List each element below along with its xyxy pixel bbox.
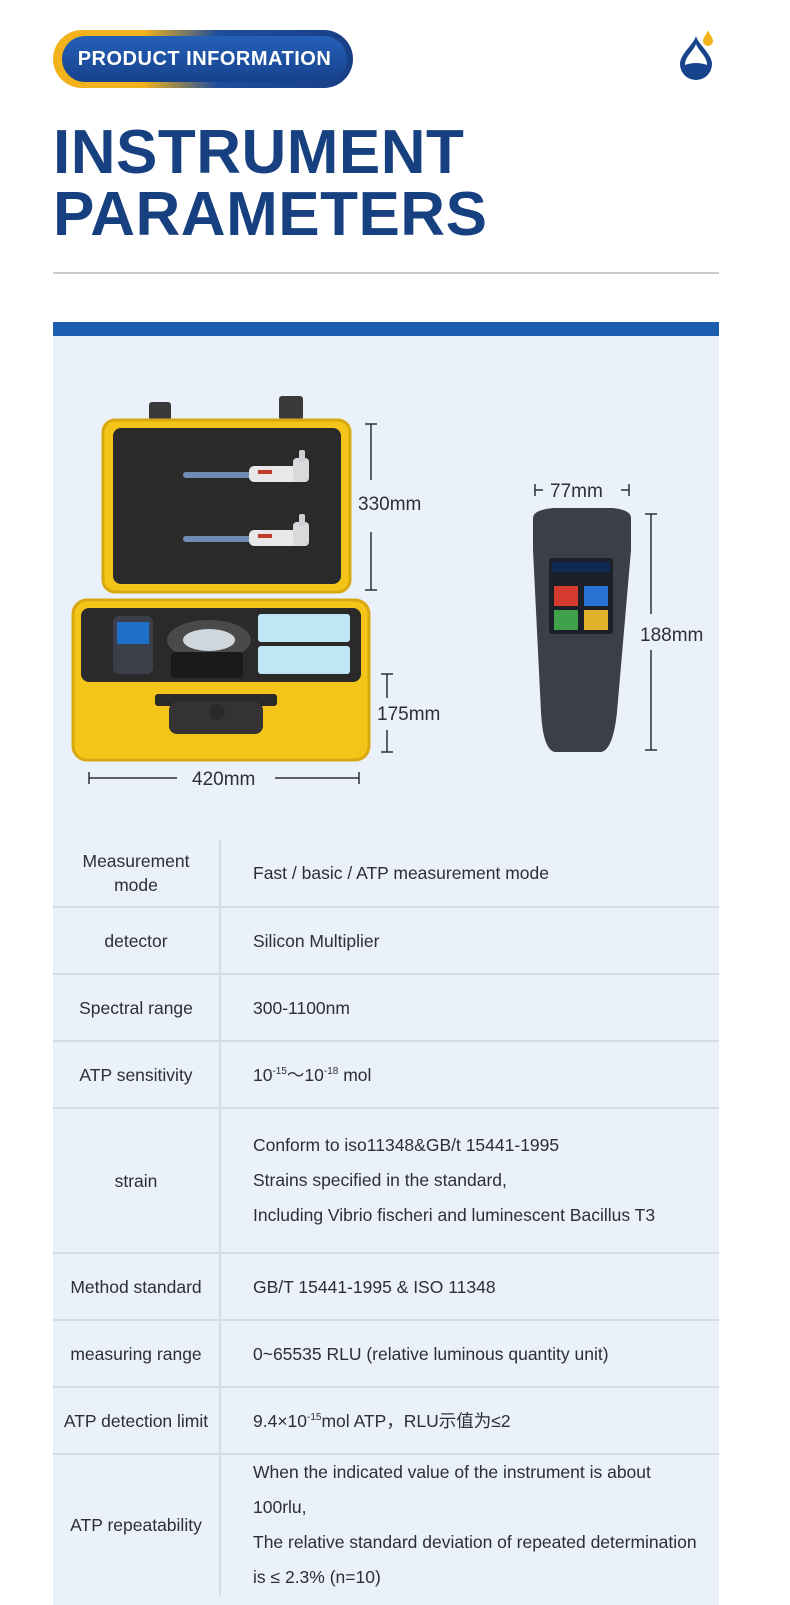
spec-label: ATP repeatability (53, 1453, 221, 1595)
spec-value: GB/T 15441-1995 & ISO 11348 (220, 1252, 719, 1320)
case-width-label: 420mm (192, 769, 255, 790)
device-width-label: 77mm (550, 481, 603, 502)
spec-label: Measurement mode (53, 840, 221, 907)
spec-table: Measurement mode Fast / basic / ATP meas… (53, 840, 719, 1595)
spec-label: detector (53, 906, 221, 974)
case-lid-image (101, 396, 352, 594)
panel-top-bar (53, 322, 719, 336)
table-row: Method standard GB/T 15441-1995 & ISO 11… (53, 1252, 719, 1320)
table-row: Spectral range 300-1100nm (53, 973, 719, 1041)
page-title: INSTRUMENT PARAMETERS (53, 122, 487, 246)
case-depth-label: 175mm (377, 704, 440, 725)
water-drop-icon (680, 30, 713, 80)
spec-value: 0~65535 RLU (relative luminous quantity … (220, 1319, 719, 1387)
table-row: ATP repeatability When the indicated val… (53, 1453, 719, 1595)
case-dimension-lines (88, 423, 393, 784)
spec-label: strain (53, 1107, 221, 1253)
badge-label: PRODUCT INFORMATION (77, 47, 332, 70)
spec-label: ATP sensitivity (53, 1040, 221, 1108)
case-height-label: 330mm (358, 494, 421, 515)
product-illustration: 330mm 175mm 420mm 77mm 188mm (71, 396, 703, 790)
spec-label: ATP detection limit (53, 1386, 221, 1454)
product-information-badge: PRODUCT INFORMATION (53, 30, 353, 88)
divider (53, 272, 719, 274)
spec-value: Fast / basic / ATP measurement mode (253, 863, 550, 883)
table-row: detector Silicon Multiplier (53, 906, 719, 974)
table-row: strain Conform to iso11348&GB/t 15441-19… (53, 1107, 719, 1253)
spec-label: measuring range (53, 1319, 221, 1387)
spec-value: 10-15～10-18 mol (220, 1040, 719, 1108)
spec-value: When the indicated value of the instrume… (220, 1453, 719, 1595)
table-row: Measurement mode Fast / basic / ATP meas… (53, 840, 719, 907)
spec-value: 300-1100nm (220, 973, 719, 1041)
title-line-1: INSTRUMENT (53, 118, 465, 187)
table-row: ATP sensitivity 10-15～10-18 mol (53, 1040, 719, 1108)
spec-value: Silicon Multiplier (220, 906, 719, 974)
spec-label: Method standard (53, 1252, 221, 1320)
title-line-2: PARAMETERS (53, 180, 488, 249)
device-height-label: 188mm (640, 625, 703, 646)
badge-inner: PRODUCT INFORMATION (62, 36, 347, 82)
parameters-panel: 330mm 175mm 420mm 77mm 188mm (53, 322, 719, 1605)
device-dimension-lines (534, 484, 657, 751)
spec-value: 9.4×10-15mol ATP，RLU示值为≤2 (220, 1386, 719, 1454)
table-row: measuring range 0~65535 RLU (relative lu… (53, 1319, 719, 1387)
spec-value: Conform to iso11348&GB/t 15441-1995 Stra… (220, 1107, 719, 1253)
spec-label: Spectral range (53, 973, 221, 1041)
handheld-device-image (533, 508, 631, 752)
table-row: ATP detection limit 9.4×10-15mol ATP，RLU… (53, 1386, 719, 1454)
case-base-image (71, 598, 371, 762)
